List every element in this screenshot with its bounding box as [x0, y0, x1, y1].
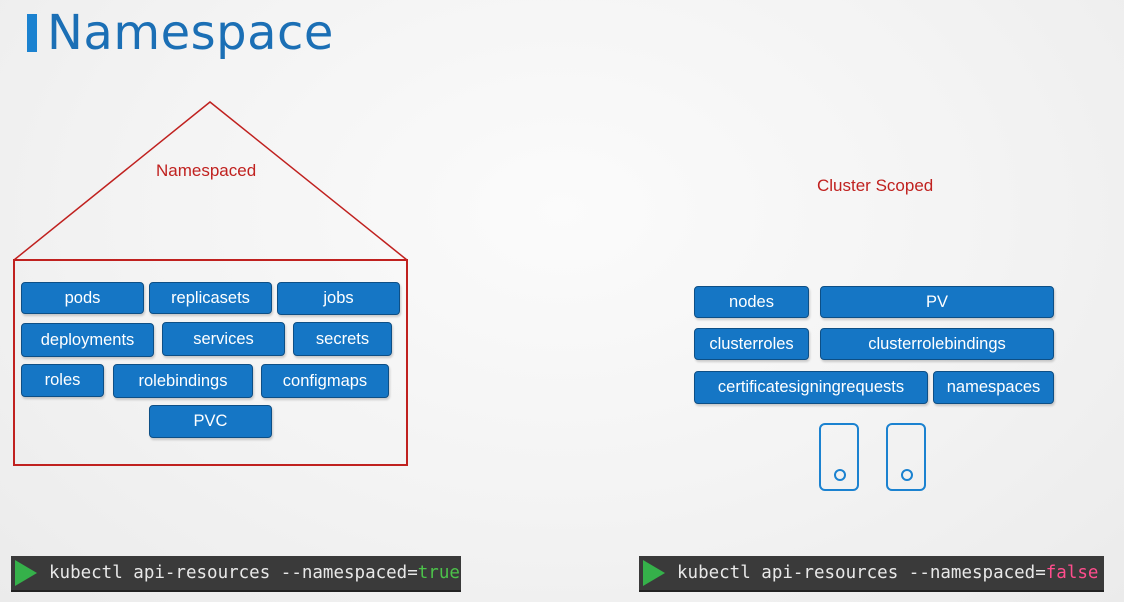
- play-icon: [15, 560, 37, 586]
- resource-services: services: [162, 322, 285, 356]
- cluster-scoped-label: Cluster Scoped: [817, 176, 934, 195]
- resource-secrets: secrets: [293, 322, 392, 356]
- node-indicator-icon: [901, 469, 913, 481]
- command-namespaced-true: kubectl api-resources --namespaced=true: [11, 556, 461, 592]
- resource-namespaces: namespaces: [933, 371, 1054, 404]
- play-icon: [643, 560, 665, 586]
- command-text: kubectl api-resources --namespaced=: [49, 563, 418, 583]
- resource-pods: pods: [21, 282, 144, 314]
- page-title: Namespace: [47, 5, 334, 61]
- resource-configmaps: configmaps: [261, 364, 389, 398]
- command-text: kubectl api-resources --namespaced=: [677, 563, 1046, 583]
- node-indicator-icon: [834, 469, 846, 481]
- resource-jobs: jobs: [277, 282, 400, 315]
- resource-nodes: nodes: [694, 286, 809, 318]
- node-device-icon: [819, 423, 859, 491]
- resource-pv: PV: [820, 286, 1054, 318]
- resource-clusterrolebindings: clusterrolebindings: [820, 328, 1054, 360]
- command-value-false: false: [1045, 563, 1099, 583]
- command-namespaced-false: kubectl api-resources --namespaced=false: [639, 556, 1104, 592]
- resource-replicasets: replicasets: [149, 282, 272, 314]
- resource-pvc: PVC: [149, 405, 272, 438]
- title-accent-bar: [27, 14, 37, 52]
- resource-deployments: deployments: [21, 323, 154, 357]
- namespaced-label: Namespaced: [156, 161, 257, 180]
- resource-clusterroles: clusterroles: [694, 328, 809, 360]
- resource-certificatesigningrequests: certificatesigningrequests: [694, 371, 928, 404]
- resource-rolebindings: rolebindings: [113, 364, 253, 398]
- node-device-icon: [886, 423, 926, 491]
- command-value-true: true: [417, 563, 460, 583]
- resource-roles: roles: [21, 364, 104, 397]
